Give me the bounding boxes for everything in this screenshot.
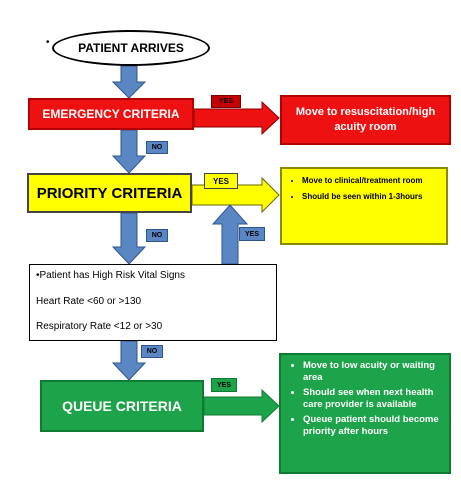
arrow-emergency-to-resuscitation (193, 100, 280, 136)
vital-signs-line: Respiratory Rate <12 or >30 (36, 321, 163, 332)
clinical-bullets: Move to clinical/treatment room Should b… (288, 176, 440, 202)
arrow-emergency-to-priority (111, 129, 147, 174)
arrow-vitals-to-queue (111, 340, 147, 381)
queue-yes-tag: YES (211, 378, 237, 392)
vital-signs-line: Heart Rate <60 or >130 (36, 296, 142, 307)
priority-criteria-label: PRIORITY CRITERIA (36, 184, 183, 202)
priority-criteria-box: PRIORITY CRITERIA (27, 173, 192, 213)
low-acuity-bullet: Queue patient should become priority aft… (303, 414, 441, 438)
vitals-no-tag: NO (141, 345, 163, 358)
queue-criteria-box: QUEUE CRITERIA (40, 380, 204, 432)
vitals-yes-tag: YES (239, 227, 265, 241)
queue-criteria-label: QUEUE CRITERIA (62, 398, 182, 414)
emergency-criteria-label: EMERGENCY CRITERIA (42, 107, 180, 121)
arrow-priority-to-vitals (111, 212, 147, 265)
emergency-no-tag: NO (146, 141, 168, 154)
vital-signs-line: •Patient has High Risk Vital Signs (36, 270, 185, 281)
arrow-vitals-up-to-priority (211, 204, 249, 265)
emergency-yes-tag: YES (211, 95, 241, 108)
clinical-room-box: Move to clinical/treatment room Should b… (280, 167, 448, 245)
patient-arrives-terminal: PATIENT ARRIVES (52, 30, 210, 66)
low-acuity-bullets: Move to low acuity or waiting area Shoul… (289, 360, 441, 438)
arrow-start-to-emergency (111, 65, 147, 99)
clinical-bullet: Move to clinical/treatment room (302, 176, 440, 186)
low-acuity-box: Move to low acuity or waiting area Shoul… (279, 353, 451, 474)
start-bullet-mark: • (46, 37, 50, 48)
low-acuity-bullet: Should see when next health care provide… (303, 387, 441, 411)
priority-yes-tag: YES (204, 173, 238, 189)
priority-no-tag: NO (146, 229, 168, 242)
low-acuity-bullet: Move to low acuity or waiting area (303, 360, 441, 384)
patient-arrives-label: PATIENT ARRIVES (78, 41, 184, 55)
arrow-queue-to-low-acuity (203, 388, 280, 424)
resuscitation-box: Move to resuscitation/high acuity room (280, 95, 451, 145)
emergency-criteria-box: EMERGENCY CRITERIA (28, 98, 194, 130)
vital-signs-box: •Patient has High Risk Vital Signs Heart… (29, 264, 277, 341)
clinical-bullet: Should be seen within 1-3hours (302, 192, 440, 202)
resuscitation-text: Move to resuscitation/high acuity room (295, 106, 436, 133)
